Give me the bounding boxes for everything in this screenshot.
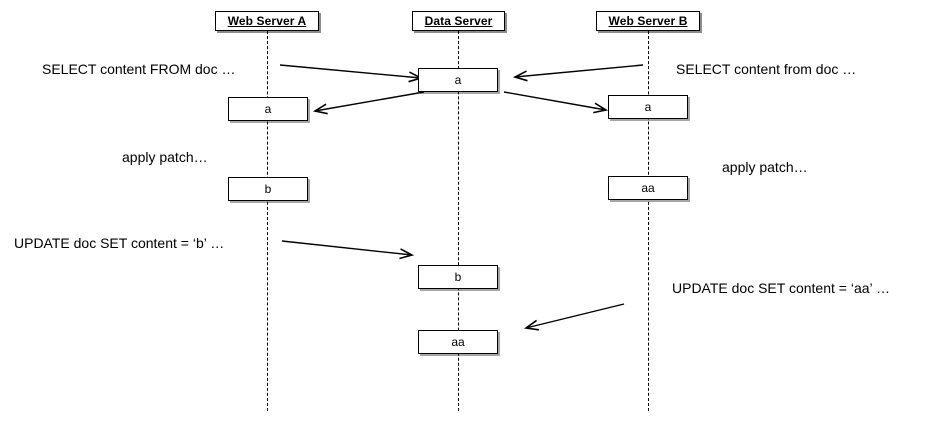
state-label-state-data-aa: aa [451, 335, 465, 349]
lifeline-data-server [458, 31, 459, 411]
state-label-state-b-aa: aa [641, 181, 655, 195]
actor-header-web-server-b[interactable]: Web Server B [596, 11, 700, 31]
state-box-state-data-a[interactable]: a [418, 68, 498, 92]
state-box-state-a-a[interactable]: a [228, 97, 308, 121]
state-box-state-b-a[interactable]: a [608, 95, 688, 119]
note-note-patch-a: apply patch… [122, 149, 208, 165]
note-note-patch-b: apply patch… [722, 159, 808, 175]
actor-label-data-server: Data Server [424, 14, 493, 28]
note-note-select-a: SELECT content FROM doc … [42, 61, 236, 77]
state-box-state-a-b[interactable]: b [228, 177, 308, 201]
lifeline-web-server-a [267, 31, 268, 411]
state-label-state-a-b: b [264, 182, 272, 196]
state-label-state-data-a: a [454, 73, 462, 87]
actor-label-web-server-b: Web Server B [608, 14, 688, 28]
message-msg-a-select-reply [312, 91, 425, 115]
state-label-state-a-a: a [264, 102, 272, 116]
note-note-update-b: UPDATE doc SET content = ‘aa’ … [672, 280, 891, 296]
actor-label-web-server-a: Web Server A [227, 14, 307, 28]
note-note-update-a: UPDATE doc SET content = ‘b’ … [14, 235, 225, 251]
state-box-state-data-b[interactable]: b [418, 265, 498, 289]
note-note-select-b: SELECT content from doc … [676, 61, 857, 77]
message-msg-b-select-request [512, 64, 644, 82]
state-box-state-data-aa[interactable]: aa [418, 330, 498, 354]
message-msg-b-update [523, 303, 625, 331]
message-msg-a-update [281, 240, 415, 260]
actor-header-data-server[interactable]: Data Server [412, 11, 505, 31]
actor-header-web-server-a[interactable]: Web Server A [215, 11, 319, 31]
message-msg-b-select-reply [503, 91, 609, 114]
lifeline-web-server-b [648, 31, 649, 411]
state-box-state-b-aa[interactable]: aa [608, 176, 688, 200]
message-msg-a-select-request [279, 64, 424, 83]
state-label-state-data-b: b [454, 270, 462, 284]
state-label-state-b-a: a [644, 100, 652, 114]
